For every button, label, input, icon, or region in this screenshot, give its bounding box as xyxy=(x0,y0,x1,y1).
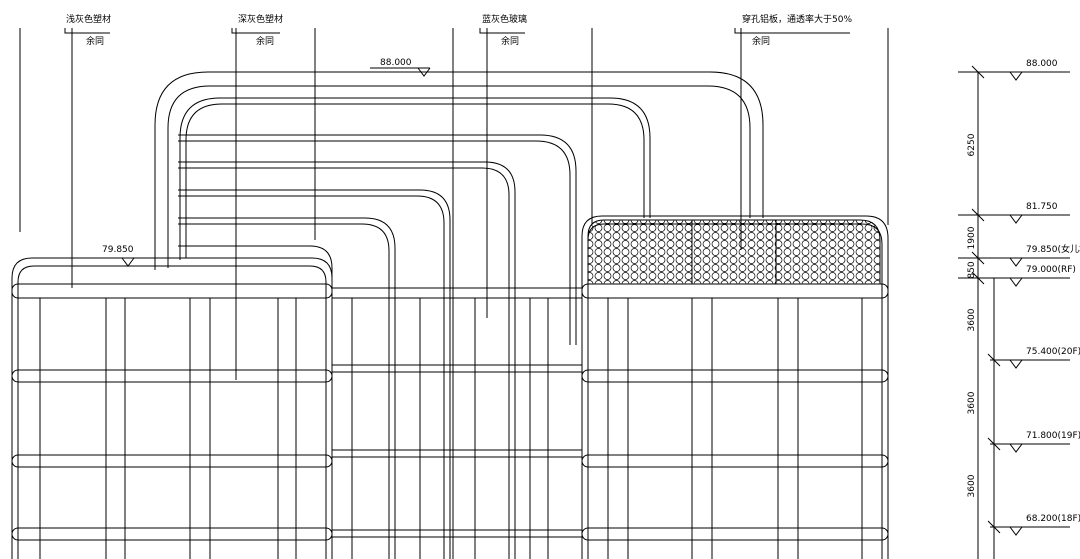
callout-note-4: 余同 xyxy=(752,35,770,47)
callout-material-2: 深灰色塑材 xyxy=(238,13,283,25)
dimension-labels: 6250 1900 850 3600 3600 3600 xyxy=(967,133,977,497)
level-column xyxy=(95,65,1070,559)
callout-material-4: 穿孔铝板，通透率大于50% xyxy=(742,13,852,25)
callouts: 浅灰色塑材 余同 深灰色塑材 余同 蓝灰色玻璃 余同 穿孔铝板，通透率大于50%… xyxy=(66,13,852,47)
dimension-5: 3600 xyxy=(967,474,977,497)
dimension-3: 3600 xyxy=(967,308,977,331)
callout-material-3: 蓝灰色玻璃 xyxy=(482,13,527,25)
callout-note-1: 余同 xyxy=(86,35,104,47)
callout-note-3: 余同 xyxy=(501,35,519,47)
level-right-4: 75.400(20F) xyxy=(1026,347,1080,357)
level-right-5: 71.800(19F) xyxy=(1026,431,1080,441)
level-labels: 88.000 79.850 88.000 81.750 79.850(女儿墙) … xyxy=(102,58,1080,524)
level-right-6: 68.200(18F) xyxy=(1026,514,1080,524)
level-top-center: 88.000 xyxy=(380,58,412,68)
callout-material-1: 浅灰色塑材 xyxy=(66,13,111,25)
perforated-panel-pattern xyxy=(588,220,880,284)
level-right-1: 81.750 xyxy=(1026,202,1058,212)
dimension-2: 850 xyxy=(967,261,977,278)
dimension-4: 3600 xyxy=(967,391,977,414)
linework xyxy=(11,28,889,559)
callout-note-2: 余同 xyxy=(256,35,274,47)
level-left-parapet: 79.850 xyxy=(102,245,134,255)
level-right-0: 88.000 xyxy=(1026,59,1058,69)
level-right-3: 79.000(RF) xyxy=(1026,265,1076,275)
dimension-1: 1900 xyxy=(967,226,977,249)
level-right-2: 79.850(女儿墙) xyxy=(1026,243,1080,255)
dimension-0: 6250 xyxy=(967,133,977,156)
